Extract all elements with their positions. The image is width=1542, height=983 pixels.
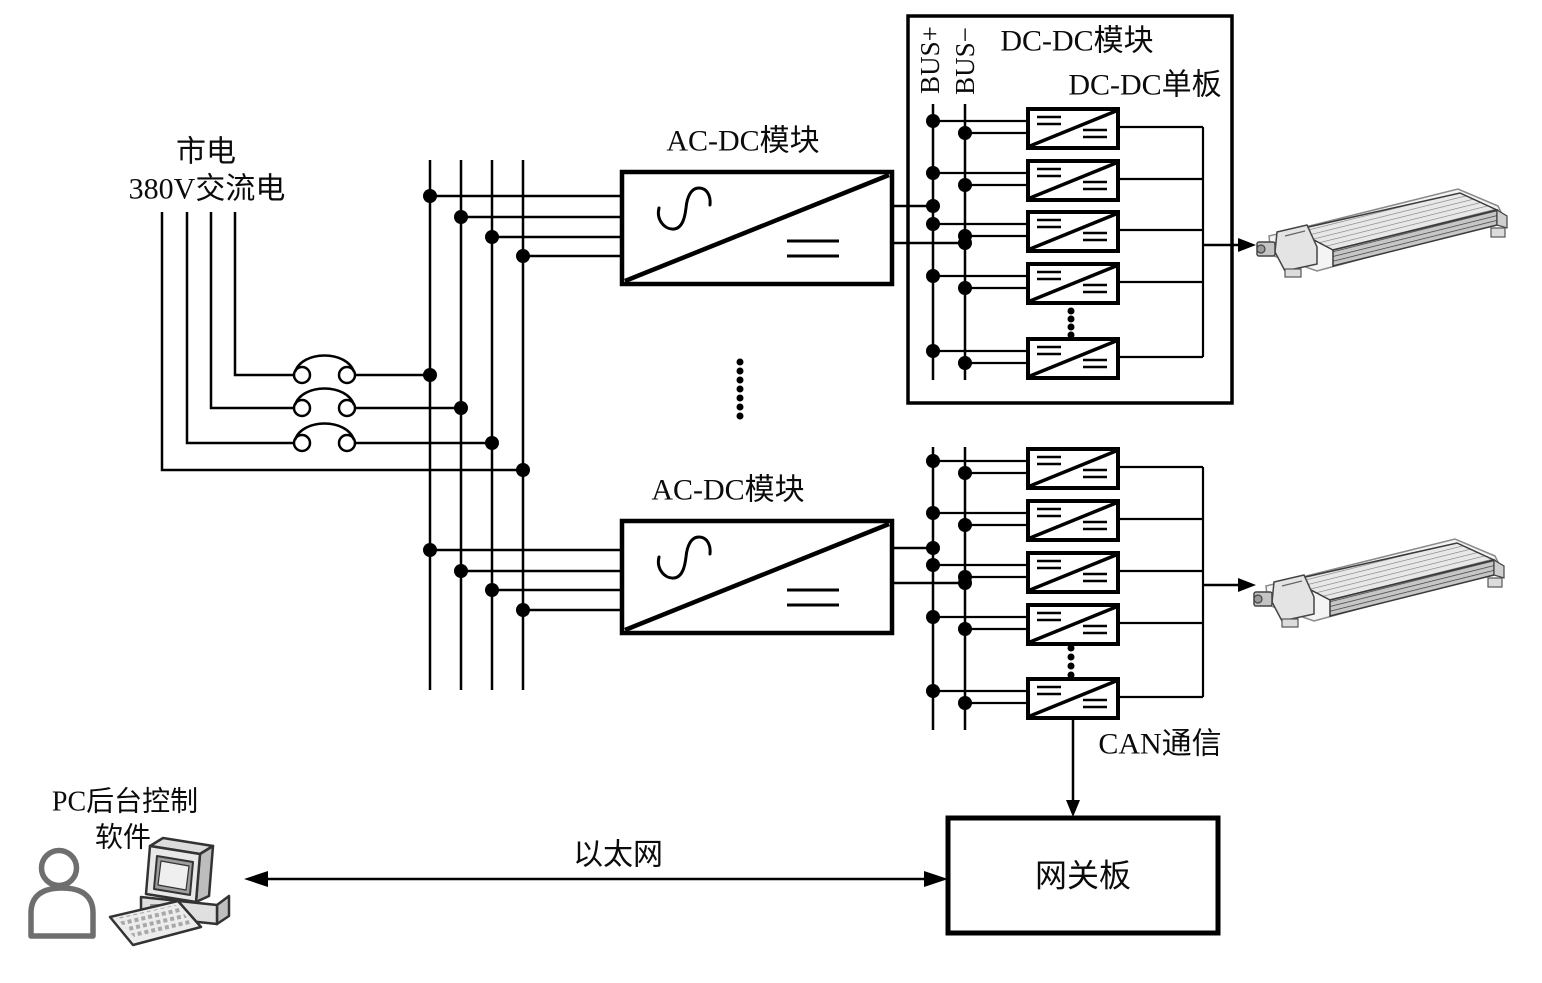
- dcdc-converter-icon: [1026, 337, 1120, 380]
- mains-feed-wires: [160, 212, 523, 472]
- acdc-module-symbol-top: [622, 172, 892, 284]
- acdc-output-wires: [890, 204, 965, 585]
- dcdc-converter-icon: [1026, 447, 1120, 490]
- output-arrow-bottom: [1203, 578, 1256, 592]
- dcdc-converter-icon: [1026, 159, 1120, 202]
- gateway-box: [945, 815, 1221, 936]
- dcdc-module-box: [906, 14, 1234, 405]
- output-arrow-top: [1203, 238, 1256, 252]
- dcdc-converter-icon: [1026, 499, 1120, 542]
- dcdc-converter-icon: [1026, 262, 1120, 305]
- load-module-image-top: [1256, 188, 1508, 278]
- breaker-icons: [292, 354, 357, 453]
- acdc-module-top-label: AC-DC模块: [666, 124, 820, 158]
- breaker-icon: [292, 422, 357, 453]
- breaker-icon: [292, 354, 357, 385]
- dcdc-converter-icon: [1026, 210, 1120, 253]
- dcdc-board-title: DC-DC单板: [1068, 68, 1222, 102]
- acdc-module-bottom-label: AC-DC模块: [651, 473, 805, 507]
- dcdc-cell-wires-bottom: [933, 459, 1205, 705]
- can-label: CAN通信: [1098, 727, 1222, 761]
- ethernet-label: 以太网: [573, 838, 663, 872]
- person-icon: [28, 847, 96, 939]
- can-arrow: [1066, 718, 1080, 817]
- ac-bus-lines: [428, 160, 525, 690]
- mains-label-line1: 市电: [176, 135, 236, 169]
- dcdc-converter-icon: [1026, 551, 1120, 594]
- dcdc-cell-wires-top: [933, 119, 1205, 365]
- pc-label-line1: PC后台控制: [51, 786, 199, 818]
- mains-label-line2: 380V交流电: [128, 172, 286, 206]
- dc-bus-lines: [931, 104, 967, 730]
- acdc-module-symbol-bottom: [622, 521, 892, 633]
- computer-icon: [108, 836, 231, 947]
- ac-bus-junction-dots: [423, 189, 530, 617]
- bus-minus-label: BUS−: [950, 27, 981, 95]
- dcdc-module-title: DC-DC模块: [1000, 24, 1154, 58]
- dcdc-ellipsis-bottom: [1067, 644, 1075, 679]
- acdc-ellipsis-dots: [736, 358, 744, 420]
- gateway-label: 网关板: [1034, 857, 1132, 894]
- dcdc-ellipsis-top: [1067, 307, 1075, 339]
- breaker-icon: [292, 387, 357, 418]
- ethernet-arrow: [244, 871, 948, 887]
- load-module-image-bottom: [1253, 538, 1505, 628]
- acdc-input-wires: [430, 194, 624, 612]
- dcdc-converter-icon: [1026, 603, 1120, 646]
- bus-plus-label: BUS+: [915, 26, 946, 94]
- dcdc-converter-icon: [1026, 107, 1120, 150]
- dcdc-converter-icon: [1026, 677, 1120, 720]
- pc-label-line2: 软件: [94, 822, 152, 854]
